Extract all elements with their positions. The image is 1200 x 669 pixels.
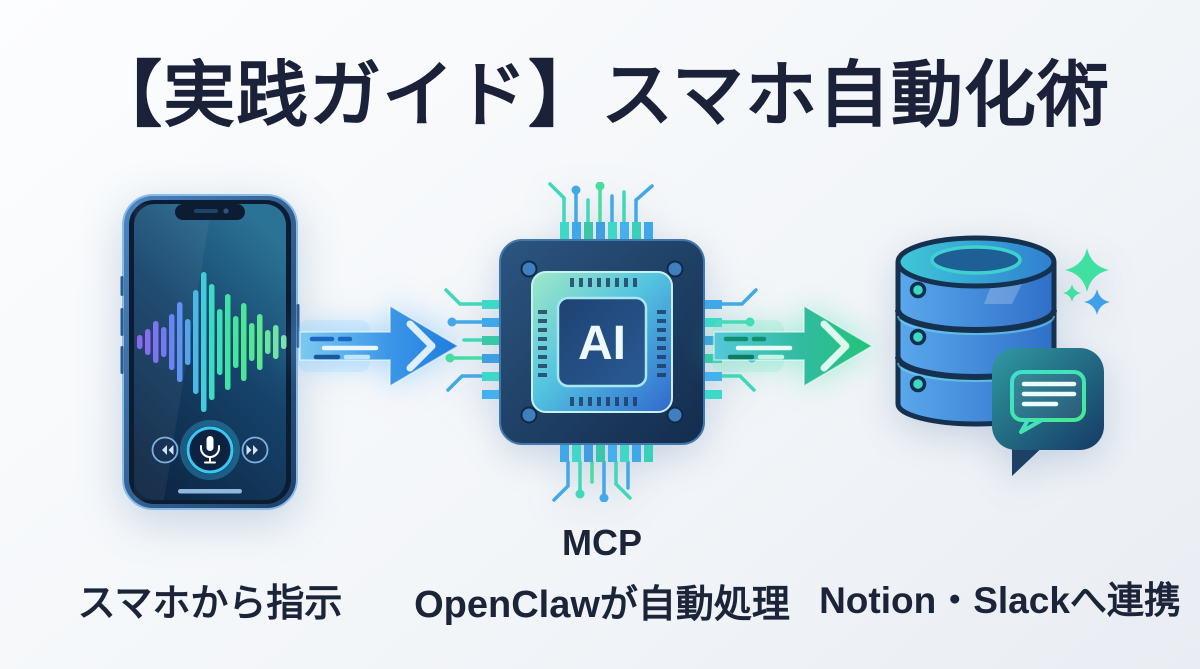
flow-arrow-right-icon-2 <box>712 304 874 388</box>
chat-bubble-icon <box>992 348 1104 476</box>
chip-ai-label: AI <box>578 317 626 370</box>
step-label-smartphone: スマホから指示 <box>77 583 343 625</box>
flow-arrow-right-icon-1 <box>298 304 460 388</box>
step-label-ai: MCP OpenClawが自動処理 <box>407 522 797 628</box>
page-title: 【実践ガイド】スマホ自動化術 <box>90 56 1110 136</box>
phone-power-button <box>296 304 300 348</box>
chip-corner-screw <box>520 406 538 424</box>
chat-text-lines <box>1021 381 1077 407</box>
voice-waveform-icon <box>137 272 287 412</box>
speed-dashes <box>723 336 793 360</box>
chevron-right-icon <box>820 320 850 372</box>
front-camera-icon <box>223 208 229 214</box>
rewind-icon <box>151 436 179 464</box>
speed-dashes <box>309 336 379 360</box>
fast-forward-icon <box>241 436 269 464</box>
chip-core <box>556 296 648 388</box>
step-label-mcp: MCP <box>562 522 642 563</box>
database-indicator-dot <box>909 375 927 393</box>
chip-corner-screw <box>666 260 684 278</box>
smartphone-voice-icon <box>120 192 300 512</box>
phone-side-button <box>120 276 124 296</box>
home-indicator <box>178 489 242 494</box>
phone-side-button <box>120 346 124 374</box>
chevron-right-icon <box>406 320 436 372</box>
phone-side-button <box>120 308 124 336</box>
circuit-traces <box>444 182 758 502</box>
step-label-integrations: Notion・Slackへ連携 <box>819 580 1181 621</box>
chip-corner-screw <box>666 406 684 424</box>
die-tick-marks <box>538 278 666 406</box>
sparkles-icon <box>1063 248 1110 315</box>
mic-button-icon <box>180 420 240 480</box>
chip-pins <box>482 222 722 462</box>
speaker-slot-icon <box>194 209 218 213</box>
step-label-openclaw: OpenClawが自動処理 <box>414 584 790 626</box>
database-chat-icon <box>880 232 1120 480</box>
ai-chip-icon: AI <box>442 182 762 502</box>
database-indicator-dot <box>909 328 927 346</box>
chip-corner-screw <box>520 260 538 278</box>
database-top-hole <box>930 245 1022 275</box>
database-indicator-dot <box>909 281 927 299</box>
